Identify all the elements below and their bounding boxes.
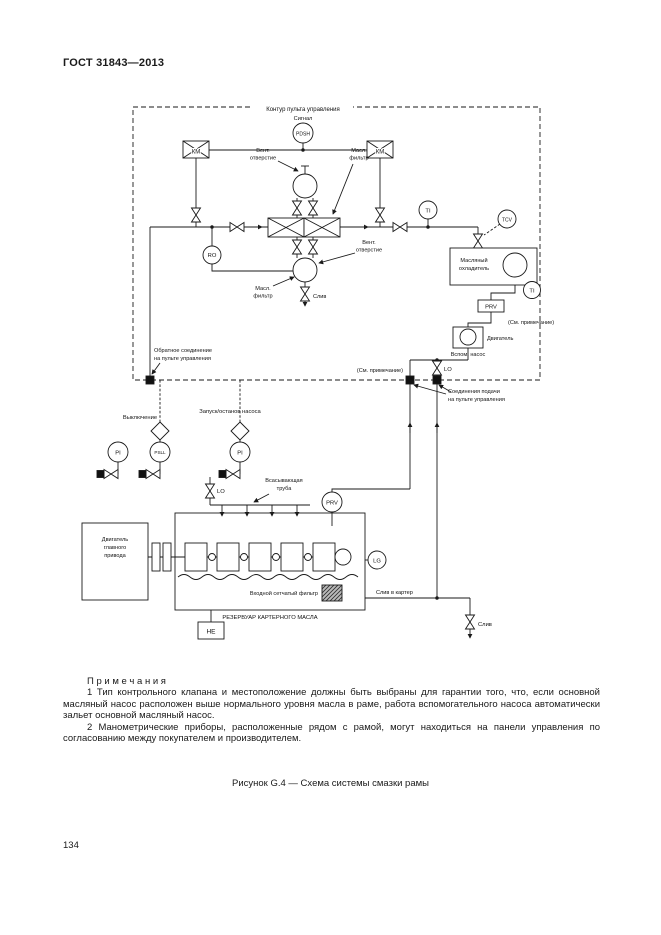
pi-2-tag: PI bbox=[237, 451, 243, 457]
lg-tag: LG bbox=[373, 559, 381, 565]
main-pump-bottom bbox=[292, 257, 318, 283]
see-note-1: (См. примечание) bbox=[508, 320, 554, 326]
cooler-label-2: охладитель bbox=[459, 266, 489, 272]
tcv-valve: TCV bbox=[497, 209, 517, 229]
control-loop-label: Контур пульта управления bbox=[266, 107, 340, 113]
pdsh-switch: Сигнал PDSH bbox=[292, 116, 314, 144]
main-motor-label-1: Двигатель bbox=[102, 537, 128, 543]
lg-level-gauge: LG bbox=[367, 550, 387, 570]
ro-tag: RO bbox=[208, 253, 217, 259]
oil-level-line bbox=[177, 574, 359, 580]
crankcase-cylinders bbox=[184, 542, 352, 572]
suction-pipe-label-1: Всасывающая bbox=[265, 478, 302, 484]
oil-reservoir: Входной сетчатый фильтр РЕЗЕРВУАР КАРТЕР… bbox=[174, 512, 366, 621]
shutdown-logic: Выключение Запуск/останов насоса bbox=[123, 409, 262, 441]
supply-conn-label-1: Соединения подачи bbox=[448, 389, 500, 395]
km-box-left: КМ bbox=[182, 140, 210, 159]
vent-top-label-1: Вент. bbox=[256, 148, 270, 154]
pressure-instruments: PI PSLL PI bbox=[96, 441, 251, 478]
psll-tag: PSLL bbox=[154, 450, 166, 455]
pdsh-tag: PDSH bbox=[296, 132, 310, 138]
main-motor-label-3: привода bbox=[104, 553, 126, 559]
panel-connections bbox=[145, 375, 442, 385]
ti-indicator-2: TI bbox=[523, 281, 541, 299]
aux-pump-label: Вспом. насос bbox=[451, 352, 486, 358]
see-note-2: (См. примечание) bbox=[357, 368, 403, 374]
control-panel-boundary: Контур пульта управления bbox=[132, 104, 541, 381]
vent-bottom-label-1: Вент. bbox=[362, 240, 376, 246]
vent-bottom-label-2: отверстие bbox=[356, 248, 382, 254]
document-header: ГОСТ 31843—2013 bbox=[63, 57, 165, 69]
figure-caption: Рисунок G.4 — Схема системы смазки рамы bbox=[232, 778, 429, 789]
drain-crankcase-label: Слив в картер bbox=[376, 590, 413, 596]
signal-label: Сигнал bbox=[294, 116, 313, 122]
drain-top-label: Слив bbox=[313, 294, 326, 300]
drain-line: Слив в картер Слив bbox=[376, 590, 492, 628]
ti-indicator-1: TI bbox=[418, 200, 438, 220]
return-conn-label-1: Обратное соединение bbox=[154, 348, 212, 354]
piping-lines bbox=[104, 143, 529, 639]
pi-1-tag: PI bbox=[115, 451, 121, 457]
notes-section: П р и м е ч а н и я 1 Тип контрольного к… bbox=[63, 676, 600, 744]
flywheel bbox=[334, 548, 352, 566]
cooler-label-1: Масляный bbox=[460, 257, 487, 264]
ti-1-tag: TI bbox=[425, 209, 431, 215]
prv-2-tag: PRV bbox=[326, 501, 338, 507]
tcv-tag: TCV bbox=[502, 218, 513, 224]
vent-top-label-2: отверстие bbox=[250, 156, 276, 162]
duplex-oil-filter bbox=[267, 217, 341, 238]
lubrication-diagram: Контур пульта управления Сигнал PDSH КМ … bbox=[81, 104, 554, 640]
notes-heading: П р и м е ч а н и я bbox=[87, 676, 166, 687]
main-drive-motor: Двигатель главного привода bbox=[81, 522, 172, 601]
suction-pipe-label-2: труба bbox=[277, 486, 293, 492]
start-stop-label: Запуск/останов насоса bbox=[199, 409, 261, 415]
he-heater: HE bbox=[197, 621, 225, 640]
suction-header: LO Всасывающая труба bbox=[217, 478, 303, 503]
prv-1-tag: PRV bbox=[485, 305, 497, 311]
strainer-label: Входной сетчатый фильтр bbox=[250, 590, 318, 597]
oil-cooler: Масляный охладитель bbox=[449, 247, 538, 286]
km-left-label: КМ bbox=[192, 150, 201, 156]
pump-labels: Вент. отверстие Масл. фильтр Вент. отвер… bbox=[250, 148, 382, 300]
aux-pump: Двигатель Вспом. насос LO (См. примечани… bbox=[357, 326, 513, 374]
km-box-right: КМ bbox=[366, 140, 394, 159]
coupling-half-2 bbox=[162, 542, 172, 572]
page-number: 134 bbox=[63, 840, 79, 851]
supply-conn-label-2: на пульте управления bbox=[448, 397, 505, 403]
prv-relief-1: PRV (См. примечание) bbox=[477, 299, 554, 326]
aux-motor-label: Двигатель bbox=[487, 336, 513, 342]
main-motor-label-2: главного bbox=[104, 545, 127, 551]
figure-area: Контур пульта управления Сигнал PDSH КМ … bbox=[70, 93, 600, 663]
return-conn-label-2: на пульте управления bbox=[154, 356, 211, 362]
note-2: 2 Манометрические приборы, расположенные… bbox=[63, 721, 600, 745]
lo-valve-tag-2: LO bbox=[217, 489, 225, 495]
main-pump-top bbox=[292, 173, 318, 199]
km-right-label: КМ bbox=[376, 150, 385, 156]
ti-2-tag: TI bbox=[529, 289, 535, 295]
filter-top-label-2: фильтр bbox=[349, 156, 368, 162]
prv-relief-2: PRV bbox=[321, 491, 343, 513]
filter-top-label-1: Масл. bbox=[351, 148, 367, 154]
inlet-strainer bbox=[321, 584, 343, 602]
shutdown-label: Выключение bbox=[123, 415, 157, 421]
filter-bottom-label-2: фильтр bbox=[253, 294, 272, 300]
drain-bottom-label: Слив bbox=[478, 622, 492, 628]
connection-labels: Обратное соединение на пульте управления… bbox=[151, 348, 505, 403]
reservoir-label: РЕЗЕРВУАР КАРТЕРНОГО МАСЛА bbox=[222, 615, 317, 621]
filter-bottom-label-1: Масл. bbox=[255, 286, 271, 292]
ro-orifice: RO bbox=[202, 245, 222, 265]
coupling-half-1 bbox=[151, 542, 161, 572]
note-1: 1 Тип контрольного клапана и местоположе… bbox=[63, 687, 600, 722]
he-tag: HE bbox=[206, 629, 216, 636]
lo-valve-tag-1: LO bbox=[444, 367, 452, 373]
